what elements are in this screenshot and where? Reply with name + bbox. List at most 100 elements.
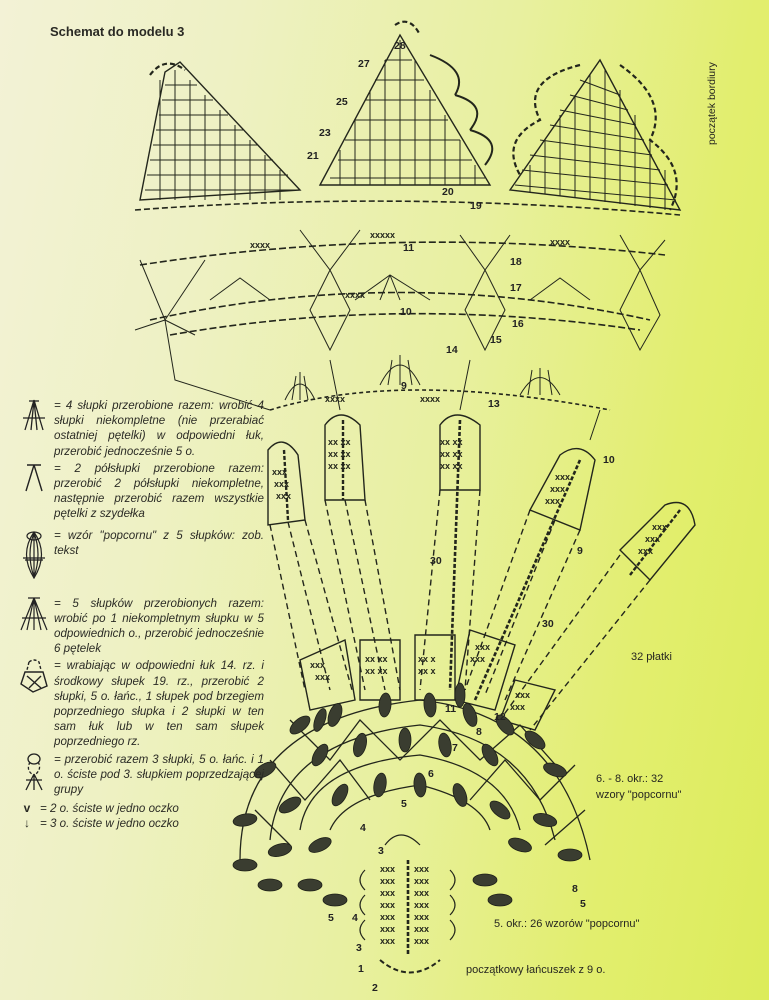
svg-text:xxx: xxx bbox=[645, 534, 660, 544]
svg-text:xxx: xxx bbox=[414, 936, 429, 946]
legend-item: ↓ = 3 o. ściste w jedno oczko bbox=[14, 816, 264, 831]
svg-text:xxx: xxx bbox=[550, 484, 565, 494]
3-sc-in-one-icon: ↓ bbox=[24, 816, 30, 831]
round-number-8b: 8 bbox=[572, 883, 578, 895]
svg-text:xxx: xxx bbox=[545, 496, 560, 506]
svg-text:xx xx: xx xx bbox=[328, 437, 351, 447]
legend-item: = 4 słupki przerobione razem: wrobić 4 s… bbox=[14, 398, 264, 459]
svg-text:xxx: xxx bbox=[475, 642, 490, 652]
svg-text:xxxx: xxxx bbox=[345, 290, 365, 300]
svg-text:xx xx: xx xx bbox=[328, 461, 351, 471]
row-number-19: 19 bbox=[470, 200, 482, 212]
round-number-4: 4 bbox=[360, 822, 366, 834]
4-trebles-together-icon bbox=[23, 399, 45, 431]
3-trebles-picot-icon bbox=[25, 753, 43, 790]
svg-text:xxx: xxx bbox=[380, 936, 395, 946]
border-petal-center bbox=[318, 20, 494, 186]
svg-text:xx x: xx x bbox=[418, 654, 436, 664]
round-number-4b: 4 bbox=[352, 912, 358, 924]
row-number-10: 10 bbox=[400, 306, 412, 318]
svg-text:xx xx: xx xx bbox=[365, 654, 388, 664]
svg-text:xxx: xxx bbox=[310, 660, 325, 670]
2-half-trebles-together-icon bbox=[25, 464, 43, 492]
svg-text:xxx: xxx bbox=[414, 876, 429, 886]
petal-row-9: 9 bbox=[577, 545, 583, 557]
symbol-legend: = 4 słupki przerobione razem: wrobić 4 s… bbox=[14, 398, 264, 832]
petal-row-10: 10 bbox=[603, 454, 615, 466]
svg-text:xx xx: xx xx bbox=[440, 461, 463, 471]
svg-text:xxx: xxx bbox=[414, 888, 429, 898]
row-number-16: 16 bbox=[512, 318, 524, 330]
5-trebles-together-icon bbox=[20, 597, 48, 630]
row-number-13: 13 bbox=[488, 398, 500, 410]
row-number-23: 23 bbox=[319, 127, 331, 139]
svg-text:xx xx: xx xx bbox=[365, 666, 388, 676]
svg-text:xxx: xxx bbox=[380, 900, 395, 910]
round-number-8a: 8 bbox=[476, 726, 482, 738]
round-number-5: 5 bbox=[401, 798, 407, 810]
round-number-5c: 5 bbox=[580, 898, 586, 910]
petal-1 bbox=[267, 441, 356, 711]
svg-text:xxx: xxx bbox=[380, 924, 395, 934]
rounds-6-8-label: 6. - 8. okr.: 32 bbox=[596, 773, 664, 785]
round-number-5b: 5 bbox=[328, 912, 334, 924]
row-number-18: 18 bbox=[510, 256, 522, 268]
svg-text:xxx: xxx bbox=[380, 876, 395, 886]
petal-4 bbox=[454, 447, 596, 711]
border-start-label: początek bordiury bbox=[706, 62, 718, 145]
row-number-27: 27 bbox=[358, 58, 370, 70]
legend-item: = wrabiając w odpowiedni łuk 14. rz. i ś… bbox=[14, 658, 264, 749]
svg-text:xxx: xxx bbox=[470, 654, 485, 664]
svg-text:xxxx: xxxx bbox=[420, 394, 440, 404]
round-number-6: 6 bbox=[428, 768, 434, 780]
round-number-11: 11 bbox=[445, 703, 457, 715]
legend-item: = wzór "popcornu" z 5 słupków: zob. teks… bbox=[14, 528, 264, 580]
legend-item: = 2 półsłupki przerobione razem: przerob… bbox=[14, 461, 264, 522]
svg-text:xxxx: xxxx bbox=[250, 240, 270, 250]
round-number-3b: 3 bbox=[356, 942, 362, 954]
svg-text:xxx: xxx bbox=[380, 912, 395, 922]
starting-chain-label: początkowy łańcuszek z 9 o. bbox=[466, 964, 606, 976]
svg-text:xx xx: xx xx bbox=[440, 449, 463, 459]
petal-row-30-b: 30 bbox=[542, 618, 554, 630]
svg-text:xxx: xxx bbox=[315, 672, 330, 682]
svg-text:xxx: xxx bbox=[380, 864, 395, 874]
row-number-21: 21 bbox=[307, 150, 319, 162]
svg-text:xx x: xx x bbox=[418, 666, 436, 676]
join-group-icon bbox=[20, 659, 48, 694]
petals-count-label: 32 płatki bbox=[631, 651, 672, 663]
petals bbox=[267, 414, 696, 731]
svg-text:xxx: xxx bbox=[652, 522, 667, 532]
round-number-1: 1 bbox=[358, 963, 364, 975]
row-number-28: 28 bbox=[394, 40, 406, 52]
svg-text:xxx: xxx bbox=[274, 479, 289, 489]
border-petal-right bbox=[508, 58, 682, 211]
rounds-6-8-label-b: wzory "popcornu" bbox=[596, 789, 682, 801]
row-number-25: 25 bbox=[336, 96, 348, 108]
svg-text:xxx: xxx bbox=[510, 702, 525, 712]
svg-text:xx xx: xx xx bbox=[328, 449, 351, 459]
petal-5 bbox=[499, 501, 696, 731]
svg-text:xxx: xxx bbox=[272, 467, 287, 477]
svg-text:xxx: xxx bbox=[276, 491, 291, 501]
round-number-3: 3 bbox=[378, 845, 384, 857]
center-sc-body bbox=[359, 834, 456, 974]
row-arcs bbox=[134, 200, 681, 411]
row-number-17: 17 bbox=[510, 282, 522, 294]
legend-item: = 5 słupków przerobionych razem: wrobić … bbox=[14, 596, 264, 657]
border-petal-left bbox=[139, 61, 302, 201]
row-number-14: 14 bbox=[446, 344, 458, 356]
row-number-11: 11 bbox=[403, 242, 415, 254]
row-number-20: 20 bbox=[442, 186, 454, 198]
svg-text:xxx: xxx bbox=[380, 888, 395, 898]
row-number-9: 9 bbox=[401, 380, 407, 392]
svg-text:xxxx: xxxx bbox=[325, 394, 345, 404]
round-5-label: 5. okr.: 26 wzorów "popcornu" bbox=[494, 918, 640, 930]
popcorn-icon bbox=[23, 531, 45, 579]
popcorn-marks bbox=[232, 682, 583, 907]
svg-text:xx xx: xx xx bbox=[440, 437, 463, 447]
petal-2 bbox=[324, 414, 401, 701]
legend-item: v = 2 o. ściste w jedno oczko bbox=[14, 801, 264, 816]
